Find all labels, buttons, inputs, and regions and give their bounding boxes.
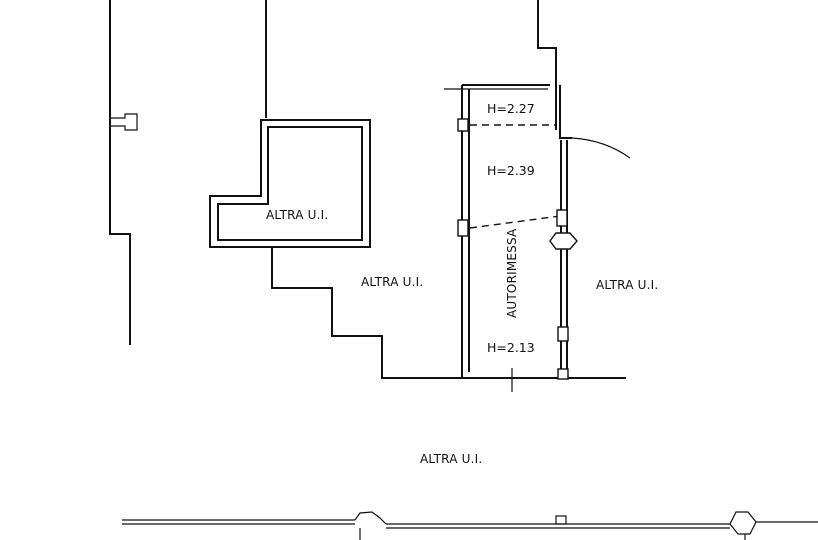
- height-label: H=2.13: [487, 340, 535, 355]
- height-change-lines: [469, 124, 561, 229]
- bottom-wall: [122, 511, 818, 540]
- columns: [457, 118, 578, 380]
- column: [457, 219, 469, 237]
- garage-label: AUTORIMESSA: [505, 228, 519, 318]
- garage-walls: [444, 84, 626, 392]
- stepped-wall: [271, 248, 466, 379]
- column: [557, 368, 569, 380]
- left-wall: [109, 0, 138, 345]
- column: [556, 209, 568, 227]
- room-label: ALTRA U.I.: [596, 278, 658, 292]
- column: [549, 232, 578, 250]
- height-label: H=2.39: [487, 163, 535, 178]
- room-label: ALTRA U.I.: [361, 275, 423, 289]
- room-label: ALTRA U.I.: [266, 208, 328, 222]
- height-label: H=2.27: [487, 101, 535, 116]
- column: [457, 118, 469, 132]
- enclosed-unit-walls: [209, 119, 371, 248]
- column: [557, 326, 569, 342]
- room-label: ALTRA U.I.: [420, 452, 482, 466]
- upper-right-wall: [537, 0, 631, 159]
